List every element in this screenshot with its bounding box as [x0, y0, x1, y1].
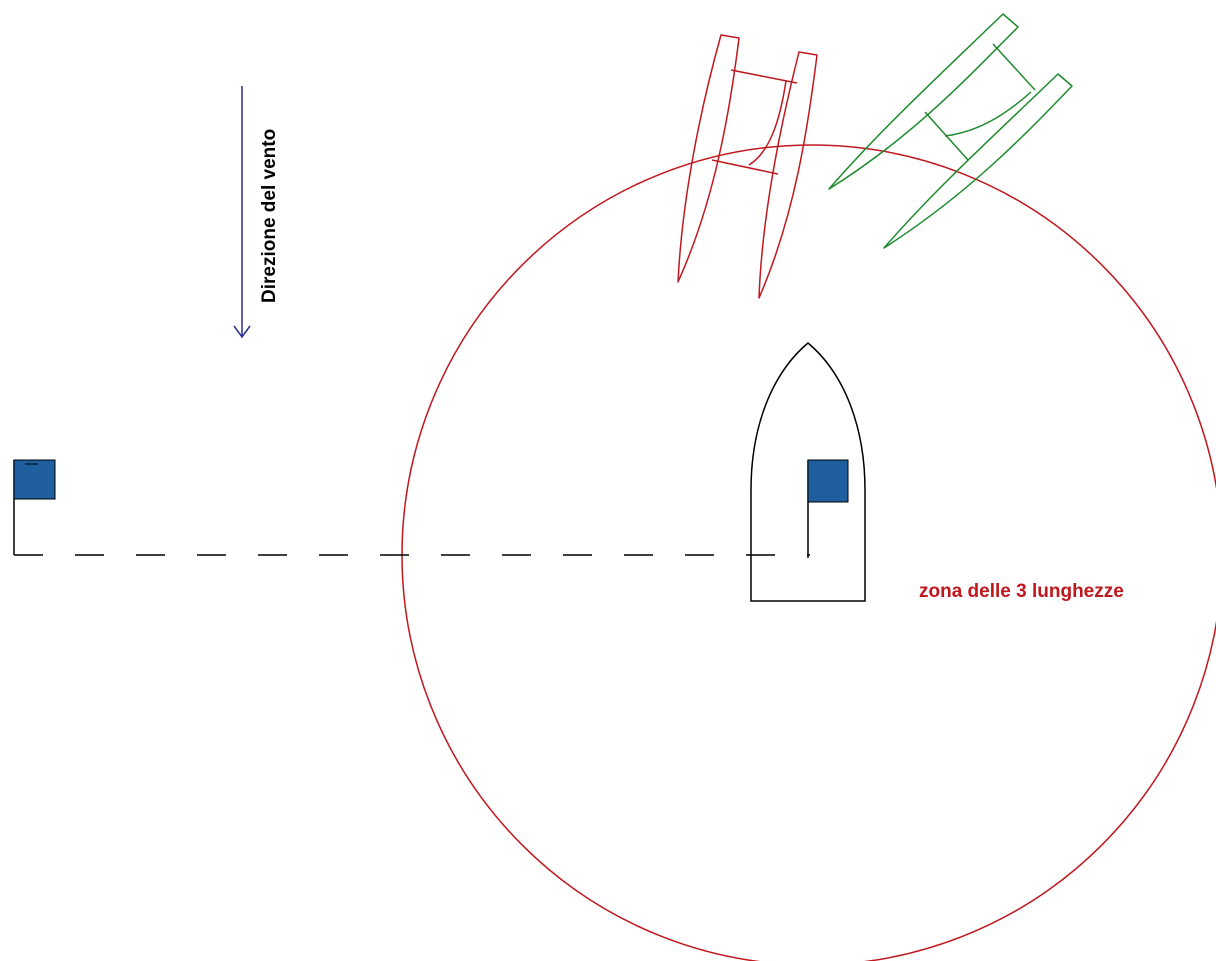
wind-direction-arrow — [233, 86, 251, 339]
zone-label: zona delle 3 lunghezze — [919, 581, 1124, 602]
green-catamaran-sail — [944, 91, 1032, 137]
three-length-zone-circle — [401, 144, 1216, 961]
red-catamaran-left-hull — [677, 34, 740, 283]
red-catamaran-sail — [748, 80, 787, 166]
pin-end-flag — [13, 459, 56, 555]
wind-direction-label: Direzione del vento — [259, 129, 280, 303]
green-catamaran-left-hull — [828, 13, 1019, 190]
committee-boat — [750, 342, 866, 602]
red-catamaran-right-hull — [758, 51, 818, 299]
committee-boat-flag — [807, 459, 849, 558]
green-catamaran — [828, 13, 1073, 249]
red-catamaran — [677, 34, 818, 299]
green-catamaran-right-hull — [883, 73, 1073, 249]
